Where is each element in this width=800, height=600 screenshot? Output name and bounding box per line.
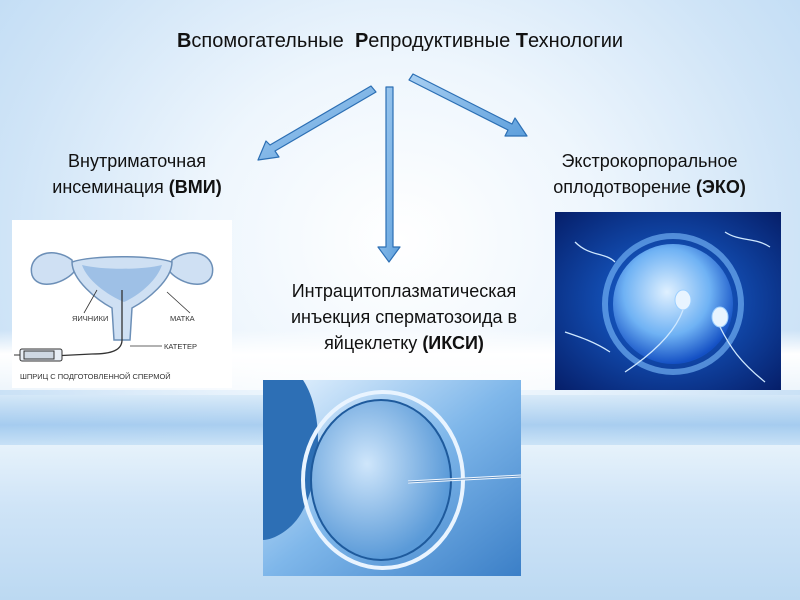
insemination-diagram: ЯИЧНИКИ МАТКА КАТЕТЕР ШПРИЦ С ПОДГОТОВЛЕ… [12,220,232,388]
ivf-egg-sperm-image [555,212,781,390]
label-syringe: ШПРИЦ С ПОДГОТОВЛЕННОЙ СПЕРМОЙ [20,372,171,381]
label-uterus: МАТКА [170,314,195,323]
label-ovaries: ЯИЧНИКИ [72,314,108,323]
slide-title: Вспомогательные Репродуктивные Технологи… [176,30,624,52]
arrow-to-vmi [257,85,377,161]
label-iksi: Интрацитоплазматическая инъекция спермат… [290,281,518,353]
arrow-to-iksi [377,86,401,263]
label-vmi: Внутриматочная инсеминация (ВМИ) [52,151,222,197]
arrow-to-eko [408,73,528,137]
icsi-injection-image [263,380,521,576]
label-catheter: КАТЕТЕР [164,342,197,351]
label-eko: Экстрокорпоральное оплодотворение (ЭКО) [553,151,746,197]
